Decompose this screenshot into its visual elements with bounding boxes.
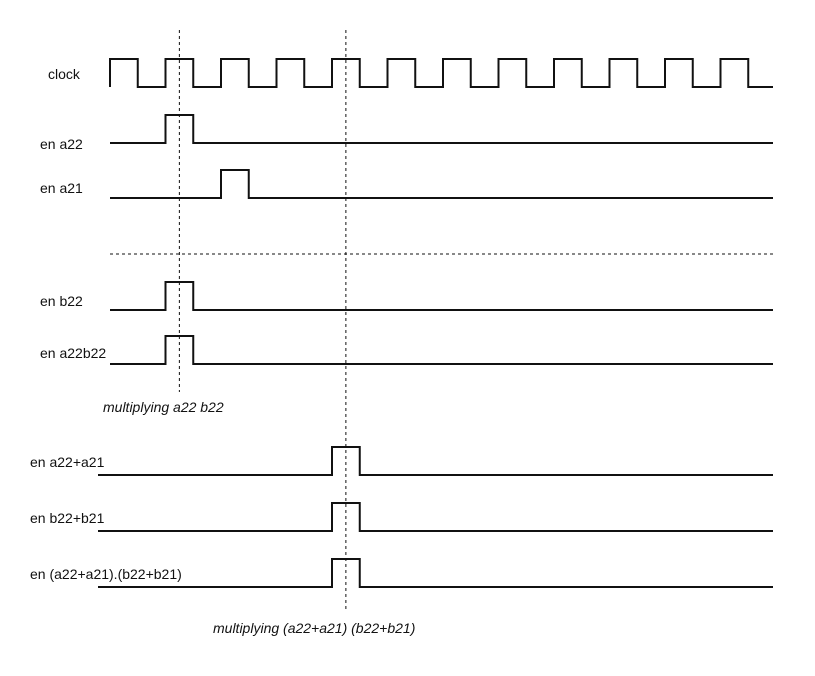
signal-label-en-a22b22: en a22b22 [40,345,107,361]
signal-label-en-product: en (a22+a21).(b22+b21) [30,566,182,582]
signal-label-en-b22: en b22 [40,293,83,309]
signal-label-en-a22: en a22 [40,136,83,152]
waveform-en-a21 [110,169,773,199]
annotation-multiplying-a22-b22: multiplying a22 b22 [103,399,224,415]
waveform-en-a22 [110,114,773,144]
waveform-en-product [98,558,773,588]
waveform-en-b22-plus-b21 [98,502,773,532]
signal-label-en-a21: en a21 [40,180,83,196]
waveform-en-a22b22 [110,335,773,365]
waveform-en-b22 [110,281,773,311]
signal-label-clock: clock [48,66,80,82]
waveform-en-a22-plus-a21 [98,446,773,476]
signal-label-en-b22-plus-b21: en b22+b21 [30,510,105,526]
waveform-clock [109,58,773,88]
annotation-multiplying-sums: multiplying (a22+a21) (b22+b21) [213,620,416,636]
signal-label-en-a22-plus-a21: en a22+a21 [30,454,105,470]
